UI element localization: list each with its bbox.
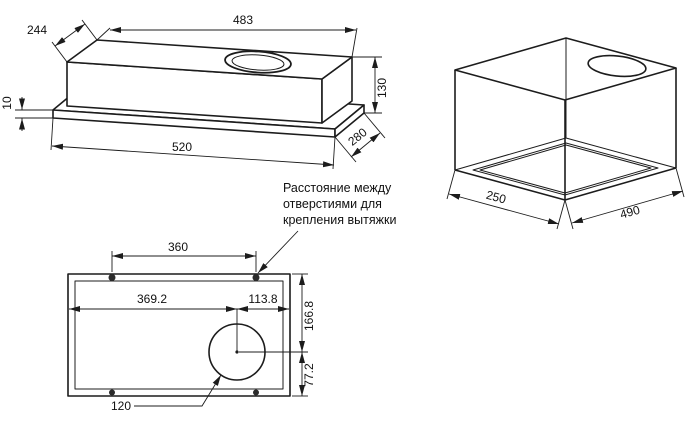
dim-label-hole-spacing: 360 — [168, 240, 188, 254]
dim-label-duct-diameter: 120 — [111, 399, 131, 413]
dim-label-niche-width: 490 — [618, 203, 641, 222]
hood-isometric-view: 483 244 130 10 520 280 — [0, 13, 389, 170]
front-view-dimension-lines — [69, 230, 308, 407]
mounting-hole-bottom-right — [253, 389, 259, 396]
dim-label-top-depth: 244 — [27, 23, 47, 37]
duct-hole-inner-ellipse — [231, 54, 285, 71]
niche-bottom-cutout-inner — [479, 144, 652, 194]
dim-label-center-from-top: 166.8 — [302, 301, 316, 331]
dim-label-niche-depth: 250 — [485, 188, 508, 207]
dim-label-center-from-right: 113.8 — [248, 292, 277, 306]
dim-label-center-from-bottom: 77.2 — [302, 363, 316, 387]
mounting-holes-annotation: Расстояние между отверстиями для креплен… — [283, 181, 396, 227]
hood-body — [66, 39, 353, 124]
annotation-line-3: крепления вытяжки — [283, 213, 396, 227]
dim-label-height: 130 — [375, 78, 389, 98]
dim-label-center-from-left: 369.2 — [137, 292, 167, 306]
duct-hole-outer-ellipse — [224, 50, 292, 74]
mounting-hole-bottom-left — [109, 389, 115, 396]
dim-label-bottom-width: 520 — [172, 140, 192, 154]
annotation-line-1: Расстояние между — [283, 181, 392, 195]
niche-bottom-cutout-outer — [472, 142, 659, 196]
dim-label-bottom-depth: 280 — [345, 125, 370, 149]
niche-duct-hole-ellipse — [587, 54, 647, 78]
annotation-line-2: отверстиями для — [283, 197, 382, 211]
dim-label-top-width: 483 — [233, 13, 253, 27]
front-mounting-view: 360 369.2 113.8 166.8 77.2 120 Расстояни… — [67, 181, 396, 413]
mounting-hole-top-left — [108, 274, 116, 281]
hood-dimension-lines — [15, 19, 386, 170]
niche-interior — [454, 38, 677, 196]
niche-isometric-view: 250 490 — [446, 37, 685, 230]
mounting-hole-top-right — [252, 274, 260, 281]
niche-dimension-lines — [446, 167, 685, 230]
front-view-inner-rect — [74, 280, 284, 390]
dim-label-flange-height: 10 — [0, 96, 14, 110]
hood-body-top-face — [66, 39, 353, 80]
